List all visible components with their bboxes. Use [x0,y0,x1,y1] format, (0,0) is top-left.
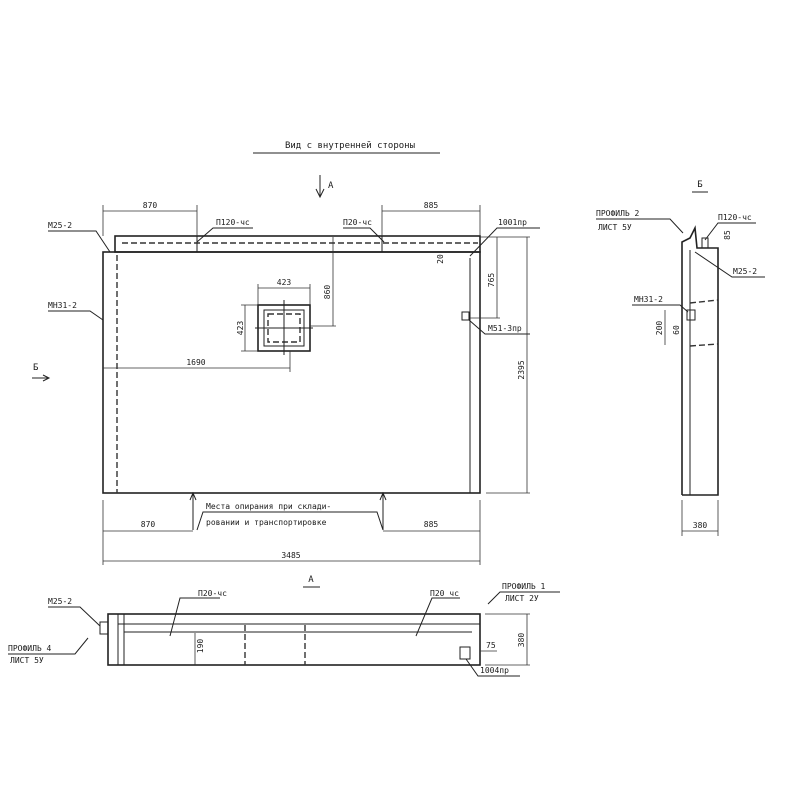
front-view: 870 885 860 423 423 1690 765 2395 20 М25… [48,201,540,565]
plan-view: А М25-2 ПРОФИЛЬ 4 ЛИСТ 5У П20-чс П20 чс … [8,575,560,677]
label-mn31: МН31-2 [48,301,77,310]
dim-top-left: 870 [143,201,158,210]
view-a-marker: А [328,181,334,191]
side-dim-60: 60 [672,325,681,335]
label-m25: М25-2 [48,221,72,230]
dim-bottom-right: 885 [424,520,439,529]
plan-label-m25: М25-2 [48,597,72,606]
side-dim-200: 200 [655,321,664,336]
panel-body [102,251,481,494]
side-label-m25: М25-2 [733,267,757,276]
m51-embed [461,311,470,321]
dim-opening-width: 423 [277,278,292,287]
plan-profile1-line2: ЛИСТ 2У [505,594,539,603]
side-dim-85: 85 [723,230,732,240]
side-profile-line2: ЛИСТ 5У [598,223,632,232]
plan-label-p120-left: П20-чс [198,589,227,598]
plan-profile1-line1: ПРОФИЛЬ 1 [502,582,546,591]
view-b-arrow-icon [32,374,51,382]
side-label-mn31: МН31-2 [634,295,663,304]
plan-profile4-line1: ПРОФИЛЬ 4 [8,644,52,653]
top-rib [114,235,481,253]
side-dim-width: 380 [693,521,708,530]
side-view: Б ПРОФИЛЬ 2 ЛИСТ 5У П120-чс 85 М25-2 МН3… [596,180,765,536]
dim-opening-height: 423 [236,321,245,336]
plan-view-title: А [308,575,314,585]
view-title: Вид с внутренней стороны [285,141,415,151]
dim-top-right: 885 [424,201,439,210]
side-label-p120: П120-чс [718,213,752,222]
dim-765: 765 [487,273,496,288]
dim-total: 3485 [281,551,300,560]
dim-height: 2395 [517,360,526,379]
dim-860: 860 [323,285,332,300]
support-note-line2: ровании и транспортировке [206,518,327,527]
view-a-arrow-icon [315,175,325,199]
view-b-marker: Б [33,363,38,373]
plan-label-p120-right: П20 чс [430,589,459,598]
label-p120-left: П120-чс [216,218,250,227]
label-1001: 1001пр [498,218,527,227]
plan-label-1004: 1004пр [480,666,509,675]
dim-bottom-left: 870 [141,520,156,529]
plan-dim-190: 190 [196,639,205,654]
support-note-line1: Места опирания при склади- [206,502,331,511]
plan-dim-380: 380 [517,633,526,648]
label-m51: М51-3пр [488,324,522,333]
dim-20: 20 [436,254,445,264]
dim-1690: 1690 [186,358,205,367]
side-view-title: Б [697,180,702,190]
plan-profile4-line2: ЛИСТ 5У [10,656,44,665]
label-p120-right: П20-чс [343,218,372,227]
side-profile-line1: ПРОФИЛЬ 2 [596,209,640,218]
plan-dim-75: 75 [486,641,496,650]
